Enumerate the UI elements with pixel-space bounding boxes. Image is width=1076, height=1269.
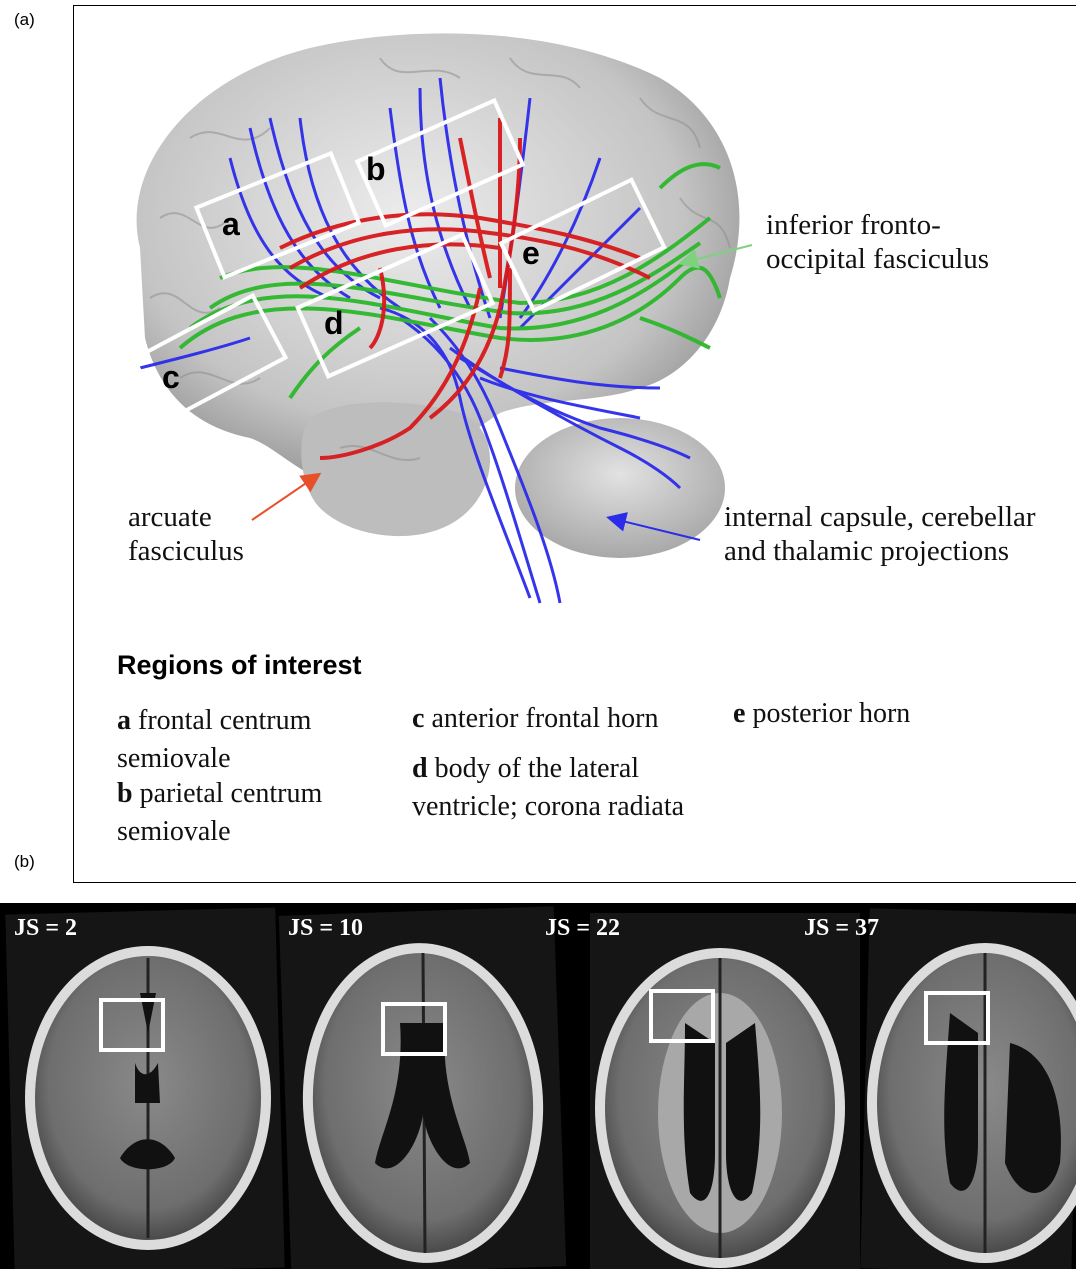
internal-capsule-label-line1: internal capsule, cerebellar: [724, 500, 1036, 534]
region-a-text: frontal centrum: [138, 705, 311, 736]
region-b-text: parietal centrum: [140, 778, 323, 809]
region-d-letter: d: [412, 753, 428, 784]
region-c-text: anterior frontal horn: [431, 703, 658, 734]
region-c: c anterior frontal horn: [412, 700, 658, 738]
internal-capsule-label-line2: and thalamic projections: [724, 534, 1036, 568]
region-e-letter: e: [733, 698, 745, 729]
arcuate-label: arcuate fasciculus: [128, 500, 244, 568]
js-label-2: JS = 10: [288, 915, 363, 942]
ifof-label: inferior fronto- occipital fasciculus: [766, 208, 989, 276]
region-b: b parietal centrum semiovale: [117, 775, 322, 851]
ifof-label-line2: occipital fasciculus: [766, 242, 989, 276]
js-label-4: JS = 37: [804, 915, 879, 942]
capsule-arrow: [610, 518, 700, 540]
region-e: e posterior horn: [733, 695, 910, 733]
region-c-letter: c: [412, 703, 424, 734]
ifof-label-line1: inferior fronto-: [766, 208, 989, 242]
region-a-text2: semiovale: [117, 740, 311, 778]
arcuate-arrow: [252, 475, 318, 520]
region-a: a frontal centrum semiovale: [117, 702, 311, 778]
mri-scans-image: [0, 903, 1076, 1269]
mri-scan-1: [25, 946, 271, 1250]
js-label-3: JS = 22: [545, 915, 620, 942]
region-b-letter: b: [117, 778, 133, 809]
panel-b-mri-strip: JS = 2 JS = 10 JS = 22 JS = 37: [0, 903, 1076, 1269]
region-b-text2: semiovale: [117, 813, 322, 851]
region-e-text: posterior horn: [752, 698, 910, 729]
arcuate-label-line2: fasciculus: [128, 534, 244, 568]
ifof-arrow: [682, 245, 752, 263]
region-a-letter: a: [117, 705, 131, 736]
region-d-text2: ventricle; corona radiata: [412, 788, 684, 826]
region-d: d body of the lateral ventricle; corona …: [412, 750, 684, 826]
region-d-text: body of the lateral: [435, 753, 639, 784]
js-label-1: JS = 2: [14, 915, 77, 942]
regions-heading: Regions of interest: [117, 650, 362, 681]
mri-scan-3: [595, 948, 845, 1268]
internal-capsule-label: internal capsule, cerebellar and thalami…: [724, 500, 1036, 568]
arcuate-label-line1: arcuate: [128, 500, 244, 534]
